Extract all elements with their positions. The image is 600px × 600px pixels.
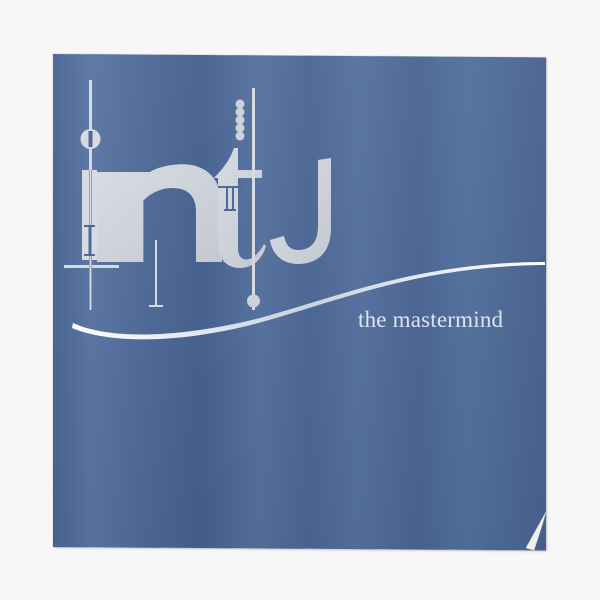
letter-t-glyph: [212, 88, 266, 310]
letter-n-glyph: [97, 164, 222, 262]
tagline-text: the mastermind: [358, 307, 504, 332]
small-letter-n: [146, 197, 181, 249]
small-letter-i: [84, 225, 95, 256]
n-descender-line: [149, 240, 163, 307]
page-curl-corner: [526, 512, 547, 551]
letter-j-glyph: [270, 158, 331, 264]
small-letter-j: [293, 207, 304, 249]
